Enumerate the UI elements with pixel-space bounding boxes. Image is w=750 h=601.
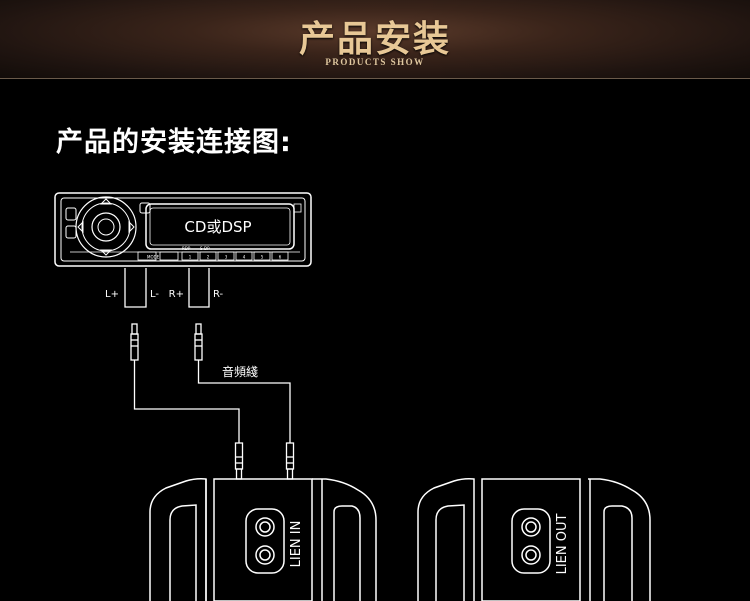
preset-1-label: 1 bbox=[189, 255, 192, 260]
banner-divider bbox=[0, 78, 750, 79]
rca-output-jacks bbox=[124, 268, 210, 308]
preset-4-label: 4 bbox=[243, 255, 246, 260]
left-minus-label: L- bbox=[150, 289, 159, 300]
preset-3-label: 3 bbox=[225, 255, 228, 260]
mode-button-label: MODE bbox=[147, 255, 160, 260]
rca-cable bbox=[130, 323, 295, 480]
display-label: CD或DSP bbox=[184, 218, 251, 236]
device-lien-in bbox=[149, 478, 377, 601]
page-heading: 产品的安装连接图: bbox=[56, 127, 292, 158]
rca-plug-icon bbox=[130, 323, 139, 366]
rdp-label: RDP bbox=[182, 246, 191, 251]
preset-buttons bbox=[137, 251, 289, 261]
left-plus-label: L+ bbox=[105, 289, 119, 300]
display-screen bbox=[145, 203, 295, 250]
lien-out-label: LIEN OUT bbox=[555, 514, 570, 575]
rca-plug-icon bbox=[194, 323, 203, 366]
cable-label: 音頻綫 bbox=[222, 364, 258, 379]
header-banner bbox=[0, 0, 750, 78]
banner-title: 产品安装 bbox=[298, 18, 451, 60]
lien-in-label: LIEN IN bbox=[289, 521, 304, 568]
right-minus-label: R- bbox=[213, 289, 224, 300]
device-lien-out bbox=[417, 478, 651, 601]
preset-5-label: 5 bbox=[261, 255, 264, 260]
right-plus-label: R+ bbox=[169, 289, 184, 300]
preset-6-label: 6 bbox=[279, 255, 282, 260]
preset-2-label: 2 bbox=[207, 255, 210, 260]
control-knob-icon bbox=[75, 196, 137, 258]
banner-subtitle: PRODUCTS SHOW bbox=[325, 57, 425, 67]
sdp-label: S-DP bbox=[200, 246, 210, 251]
rca-plug-icon bbox=[285, 437, 295, 480]
car-head-unit bbox=[54, 192, 312, 267]
rca-plug-icon bbox=[234, 437, 244, 480]
